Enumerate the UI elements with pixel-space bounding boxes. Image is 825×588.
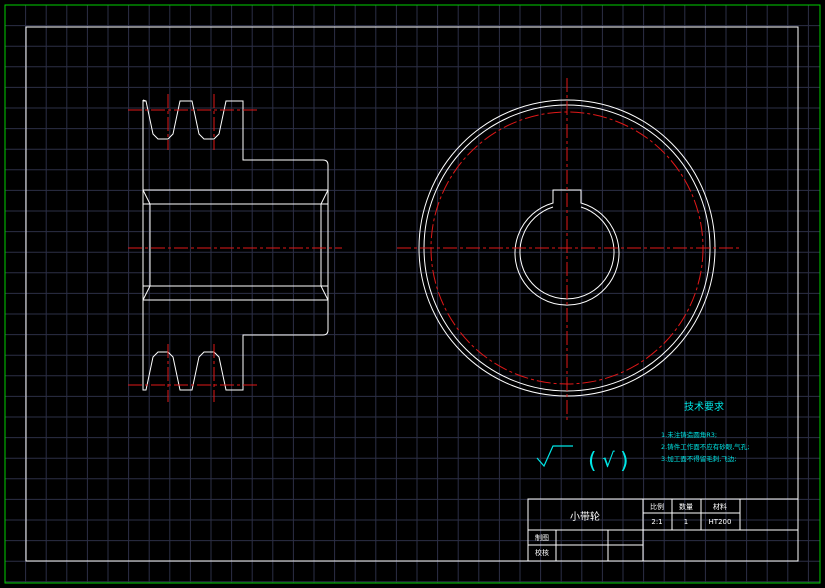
value-material: HT200	[709, 518, 732, 526]
bore-chamfer-right-top	[320, 189, 329, 205]
notes-heading: 技术要求	[684, 400, 724, 413]
rim-top-edge	[142, 99, 147, 102]
inner-border	[25, 26, 799, 562]
value-quantity: 1	[684, 518, 688, 526]
bore-keyway-outline	[514, 189, 620, 306]
pulley-side-outline	[142, 100, 329, 391]
roughness-symbol-icon	[536, 445, 573, 468]
bore-chamfer-left-top	[142, 189, 151, 205]
value-scale: 2:1	[651, 518, 662, 526]
surface-roughness-mark: ( √ )	[536, 445, 629, 474]
role-drawn: 制图	[535, 533, 549, 542]
roughness-paren-open: (	[588, 449, 597, 474]
technical-notes: 技术要求 1.未注铸造圆角R3; 2.铸件工作面不应有砂眼,气孔; 3.加工面不…	[661, 400, 749, 463]
pulley-side-view	[128, 94, 342, 402]
note-item-3: 3.加工面不得留毛刺,飞边;	[661, 454, 736, 463]
header-scale: 比例	[650, 502, 664, 511]
bore-inner-rect	[149, 203, 322, 287]
header-material: 材料	[713, 502, 727, 511]
title-block: 小带轮 比例 数量 材料 2:1 1 HT200 制图 校核	[527, 498, 799, 562]
note-item-1: 1.未注铸造圆角R3;	[661, 430, 717, 439]
header-quantity: 数量	[679, 502, 693, 511]
part-name: 小带轮	[570, 510, 600, 523]
role-checked: 校核	[535, 548, 549, 557]
pulley-front-view	[397, 78, 742, 420]
outer-frame	[4, 4, 821, 584]
bore-chamfer-right-bottom	[320, 285, 329, 301]
roughness-paren-close: )	[620, 449, 629, 474]
note-item-2: 2.铸件工作面不应有砂眼,气孔;	[661, 442, 749, 451]
roughness-paren-check: √	[602, 448, 615, 472]
bore-chamfer-left-bottom	[142, 285, 151, 301]
